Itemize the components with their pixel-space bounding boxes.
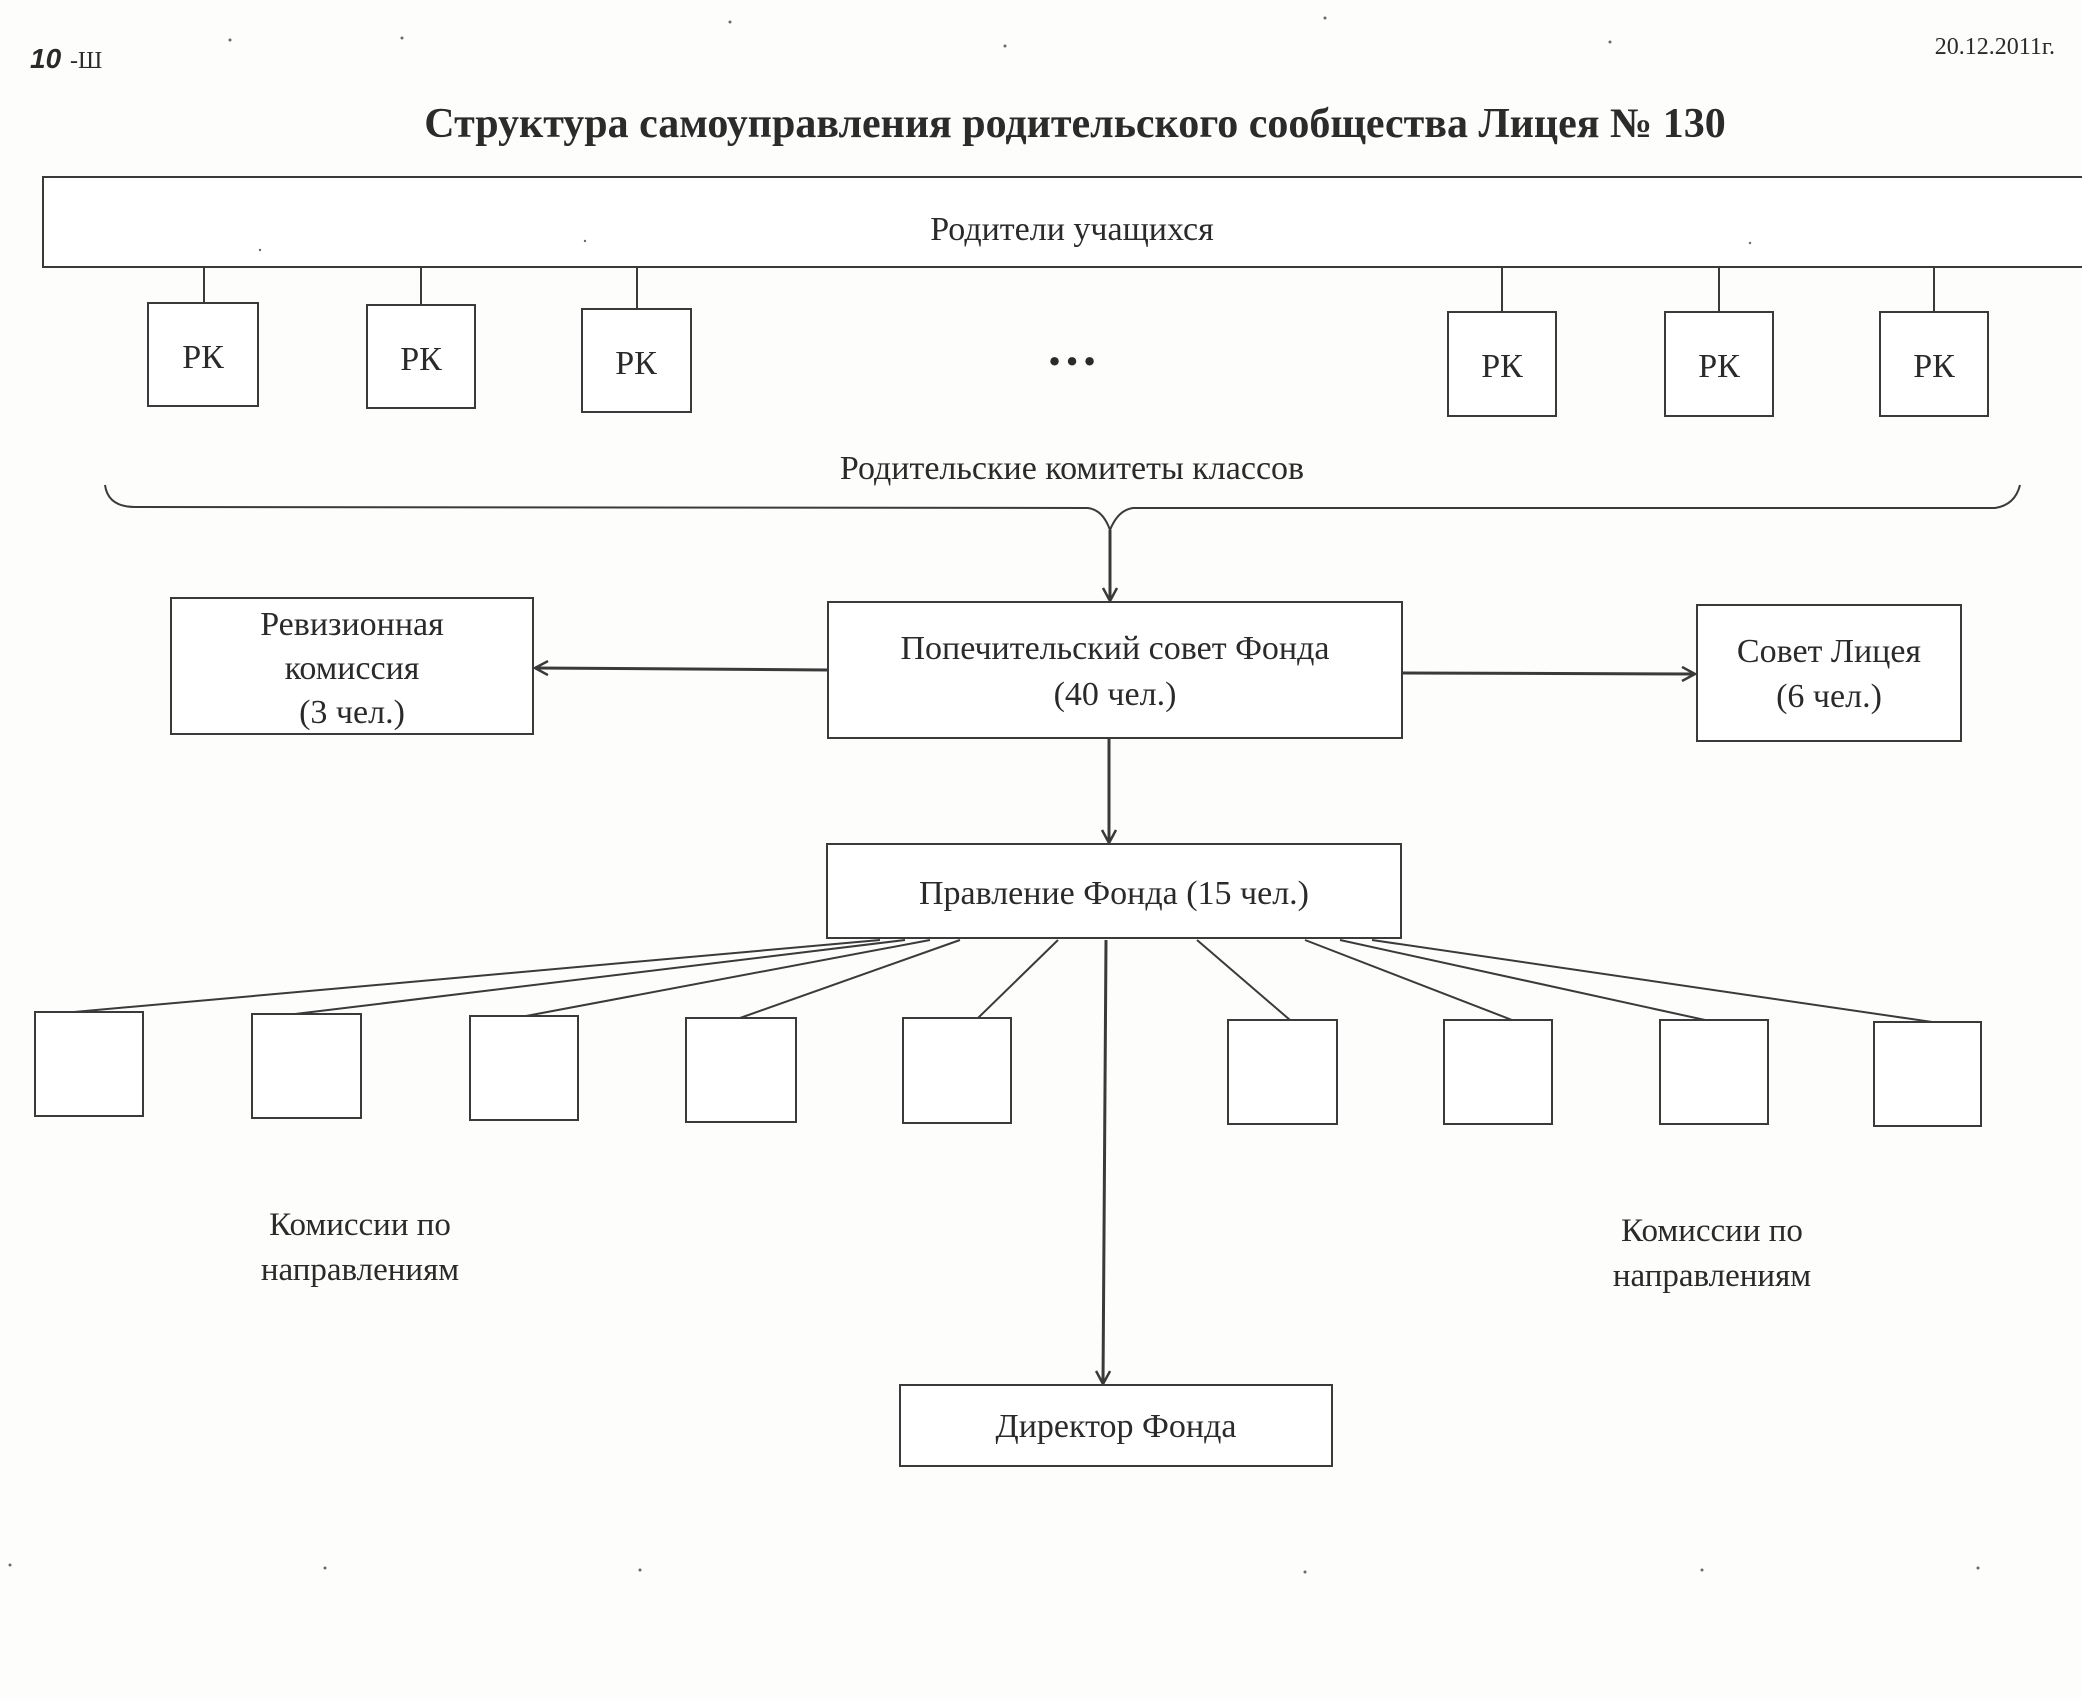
class-committee-rk-1: РК: [147, 302, 259, 407]
fund-director-box: Директор Фонда: [899, 1384, 1333, 1467]
trustees-to-council-arrow: [1401, 673, 1694, 674]
class-committees-label: Родительские комитеты классов: [840, 450, 1304, 487]
rk-label: РК: [1481, 348, 1523, 385]
audit-commission-line2: комиссия: [285, 650, 420, 687]
commission-box-5: [902, 1017, 1012, 1124]
document-date: 20.12.2011г.: [1935, 34, 2055, 60]
fund-board-label: Правление Фонда (15 чел.): [919, 875, 1309, 912]
audit-commission-line1: Ревизионная: [260, 606, 444, 643]
lyceum-council-line1: Совет Лицея: [1737, 633, 1922, 670]
audit-commission-line3: (3 чел.): [299, 694, 405, 731]
rk-label: РК: [1698, 348, 1740, 385]
parents-label: Родители учащихся: [930, 211, 1214, 248]
commission-box-9: [1873, 1021, 1982, 1127]
page-mark-suffix: -Ш: [70, 48, 102, 74]
rk-label: РК: [1913, 348, 1955, 385]
commission-box-4: [685, 1017, 797, 1123]
rk-label: РК: [182, 339, 224, 376]
class-committee-rk-4: РК: [1447, 311, 1557, 417]
class-committee-rk-2: РК: [366, 304, 476, 409]
class-committees-brace: [104, 484, 2021, 533]
rk-label: РК: [400, 341, 442, 378]
class-committee-rk-3: РК: [581, 308, 692, 413]
page-mark: 10: [30, 43, 62, 74]
trustees-to-audit-arrow: [536, 668, 829, 670]
fund-board-to-director-arrow: [1103, 939, 1106, 1383]
board-of-trustees-box: Попечительский совет Фонда (40 чел.): [827, 601, 1403, 739]
commission-box-3: [469, 1015, 579, 1121]
commissions-left-line2: направлениям: [261, 1252, 459, 1288]
commission-box-7: [1443, 1019, 1553, 1125]
commissions-right-line2: направлениям: [1613, 1258, 1811, 1294]
fund-board-connectors: [73, 939, 1933, 1023]
commission-box-2: [251, 1013, 362, 1119]
parents-box: Родители учащихся: [42, 176, 2082, 268]
commission-box-1: [34, 1011, 144, 1117]
fund-director-label: Директор Фонда: [996, 1408, 1237, 1445]
scan-specks: [8, 16, 1980, 1574]
fund-board-box: Правление Фонда (15 чел.): [826, 843, 1402, 939]
board-of-trustees-line2: (40 чел.): [1054, 676, 1177, 713]
commissions-left-line1: Комиссии по: [269, 1207, 451, 1243]
diagram-title: Структура самоуправления родительского с…: [424, 101, 1725, 147]
parents-connectors: [203, 267, 1935, 312]
commissions-right-line1: Комиссии по: [1621, 1213, 1803, 1249]
lyceum-council-line2: (6 чел.): [1776, 678, 1882, 715]
rk-ellipsis: …: [1046, 320, 1098, 377]
lyceum-council-box: Совет Лицея (6 чел.): [1696, 604, 1962, 742]
commission-box-8: [1659, 1019, 1769, 1125]
class-committee-rk-5: РК: [1664, 311, 1774, 417]
audit-commission-box: Ревизионная комиссия (3 чел.): [170, 597, 534, 735]
rk-label: РК: [615, 345, 657, 382]
class-committee-rk-6: РК: [1879, 311, 1989, 417]
commission-box-6: [1227, 1019, 1338, 1125]
board-of-trustees-line1: Попечительский совет Фонда: [900, 630, 1329, 667]
